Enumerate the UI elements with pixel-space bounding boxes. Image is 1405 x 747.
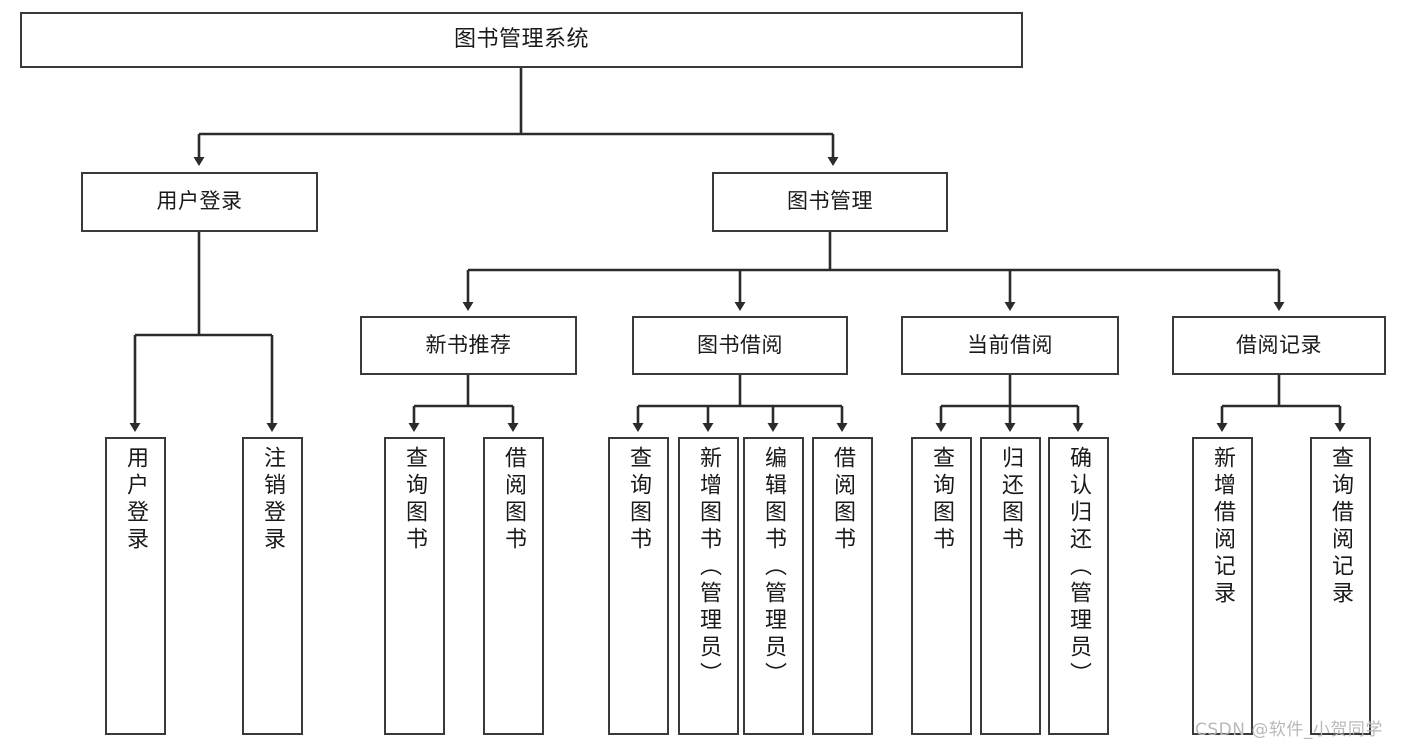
node-leaf-borrow-book-1[interactable]: 借阅图书: [483, 437, 544, 735]
node-label: 用户登录: [156, 189, 243, 214]
node-label: 图书管理系统: [453, 26, 589, 52]
node-label: 借阅图书: [830, 446, 856, 554]
node-leaf-user-logout[interactable]: 注销登录: [242, 437, 303, 735]
node-label: 编辑图书（管理员）: [761, 446, 787, 689]
node-label: 用户登录: [123, 446, 149, 554]
node-borrow-record[interactable]: 借阅记录: [1172, 316, 1386, 375]
node-label: 图书借阅: [697, 332, 783, 357]
node-leaf-query-book-2[interactable]: 查询图书: [608, 437, 669, 735]
node-root-book-management-system[interactable]: 图书管理系统: [20, 12, 1023, 68]
node-current-borrow[interactable]: 当前借阅: [901, 316, 1119, 375]
node-label: 新增借阅记录: [1210, 446, 1236, 608]
node-label: 新增图书（管理员）: [696, 446, 722, 689]
node-book-borrow[interactable]: 图书借阅: [632, 316, 848, 375]
node-leaf-edit-book[interactable]: 编辑图书（管理员）: [743, 437, 804, 735]
node-label: 查询图书: [402, 446, 428, 554]
node-new-book-recommend[interactable]: 新书推荐: [360, 316, 577, 375]
node-label: 借阅图书: [501, 446, 527, 554]
node-leaf-query-book-3[interactable]: 查询图书: [911, 437, 972, 735]
node-label: 借阅记录: [1236, 332, 1322, 357]
node-label: 归还图书: [998, 446, 1024, 554]
node-leaf-borrow-book-2[interactable]: 借阅图书: [812, 437, 873, 735]
node-label: 图书管理: [787, 189, 873, 214]
node-book-manage[interactable]: 图书管理: [712, 172, 948, 232]
node-leaf-query-record[interactable]: 查询借阅记录: [1310, 437, 1371, 735]
node-label: 当前借阅: [967, 332, 1053, 357]
node-leaf-return-book[interactable]: 归还图书: [980, 437, 1041, 735]
node-label: 注销登录: [260, 446, 286, 554]
node-label: 新书推荐: [425, 332, 512, 357]
node-leaf-confirm-return[interactable]: 确认归还（管理员）: [1048, 437, 1109, 735]
node-label: 查询图书: [929, 446, 955, 554]
node-label: 查询图书: [626, 446, 652, 554]
node-leaf-add-record[interactable]: 新增借阅记录: [1192, 437, 1253, 735]
node-user-login[interactable]: 用户登录: [81, 172, 318, 232]
node-leaf-user-login[interactable]: 用户登录: [105, 437, 166, 735]
node-label: 确认归还（管理员）: [1066, 446, 1092, 689]
node-leaf-add-book[interactable]: 新增图书（管理员）: [678, 437, 739, 735]
node-leaf-query-book-1[interactable]: 查询图书: [384, 437, 445, 735]
node-label: 查询借阅记录: [1328, 446, 1354, 608]
